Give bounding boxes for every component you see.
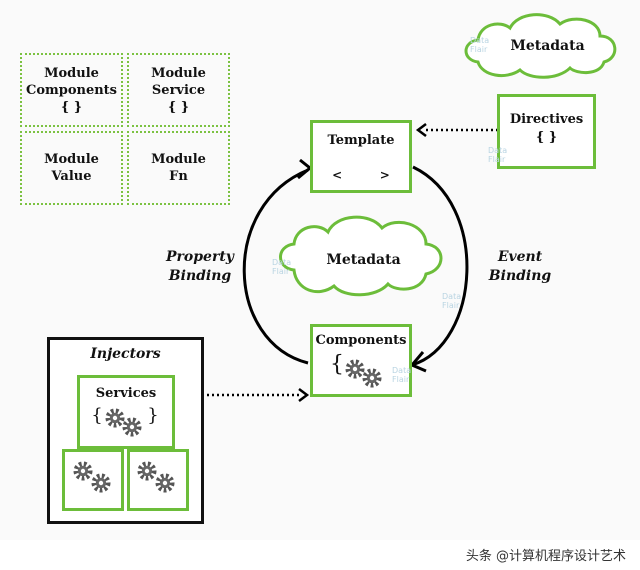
module-fn-line2: Fn: [169, 169, 188, 184]
footer-bar: [0, 540, 640, 570]
source-credit: 头条 @计算机程序设计艺术: [465, 549, 626, 564]
dotted-arrows: [207, 123, 498, 402]
event-binding-text: Event: [497, 249, 543, 265]
services-gears-icon: [103, 406, 147, 438]
injectors-title: Injectors: [90, 346, 161, 362]
module-fn-box: Module Fn: [127, 131, 230, 205]
components-box: [310, 324, 412, 397]
metadata-label-top: Metadata: [510, 38, 585, 54]
directives-box: [497, 94, 596, 169]
module-value-line1: Module: [44, 152, 99, 167]
module-service-braces: { }: [167, 99, 190, 115]
property-binding-text2: Binding: [168, 268, 232, 284]
components-brace: {: [330, 352, 344, 377]
services-box: [77, 375, 175, 449]
property-binding-text: Property: [166, 249, 234, 265]
services-title: Services: [95, 386, 157, 401]
gears-icon-left: [70, 459, 116, 495]
module-components-line2: Components: [25, 82, 118, 98]
services-brace-open: {: [91, 405, 103, 426]
module-fn-line1: Module: [151, 152, 206, 167]
module-value-line2: Value: [51, 169, 92, 184]
event-binding-text2: Binding: [488, 268, 552, 284]
components-gears-icon: [342, 356, 388, 390]
module-components-line1: Module: [44, 65, 99, 81]
services-brace-close: }: [147, 405, 159, 426]
components-title: Components: [315, 333, 407, 348]
module-value-box: Module Value: [20, 131, 123, 205]
template-title: Template: [327, 133, 395, 148]
module-service-line1: Module: [151, 65, 206, 81]
module-components-box: Module Components { }: [20, 53, 123, 127]
metadata-cloud-center: [279, 215, 443, 297]
metadata-cloud-top: [464, 13, 617, 79]
module-service-line2: Service: [151, 82, 206, 98]
module-service-box: Module Service { }: [127, 53, 230, 127]
module-components-braces: { }: [60, 99, 83, 115]
metadata-label-center: Metadata: [326, 252, 401, 268]
template-box: [310, 120, 412, 193]
gears-icon-right: [134, 459, 180, 495]
directives-braces: { }: [535, 130, 558, 145]
template-angle-brackets: < >: [332, 168, 390, 182]
directives-title: Directives: [509, 112, 584, 127]
